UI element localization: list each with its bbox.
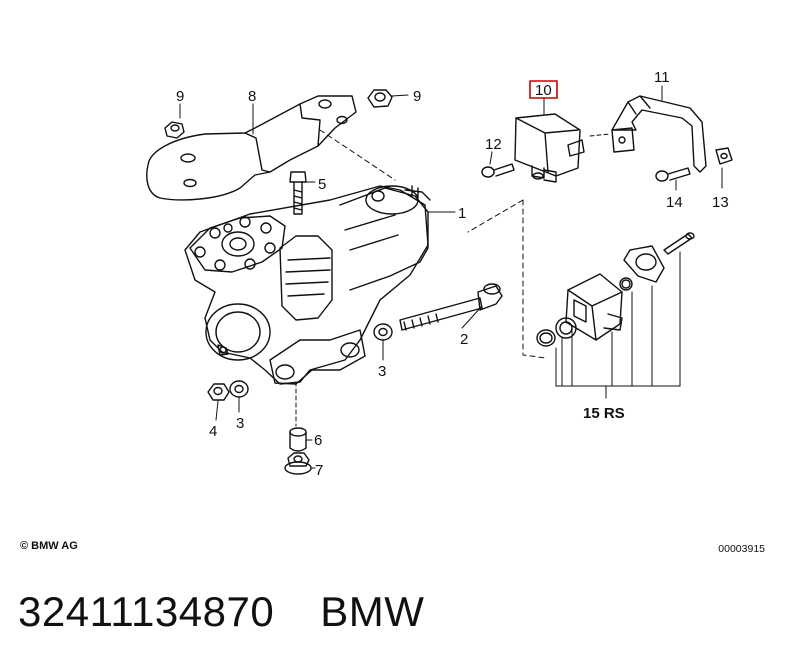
- callout-12: 12: [485, 136, 502, 153]
- part-caption: 32411134870 BMW: [18, 588, 424, 636]
- callout-2: 2: [460, 331, 468, 348]
- flange-nut-7: [284, 452, 312, 475]
- steering-gear-housing-1: [184, 185, 431, 385]
- long-bolt-2: [399, 283, 503, 331]
- bolt-5: [289, 171, 307, 215]
- control-unit-10: [514, 113, 585, 183]
- callout-7: 7: [315, 462, 323, 479]
- part-brand: BMW: [320, 588, 425, 635]
- callout-4: 4: [209, 423, 217, 440]
- callout-1: 1: [458, 205, 466, 222]
- washer-3-right: [373, 323, 393, 341]
- callout-3-right: 3: [378, 363, 386, 380]
- bracket-11: [589, 95, 707, 173]
- callout-9-right: 9: [413, 88, 421, 105]
- washer-3-left: [229, 380, 249, 398]
- callout-8: 8: [248, 88, 256, 105]
- nut-9-left: [164, 121, 185, 139]
- nut-9-right: [367, 89, 393, 108]
- callout-14: 14: [666, 194, 683, 211]
- callout-15-rs: 15 RS: [583, 405, 625, 422]
- callout-10: 10: [535, 82, 552, 99]
- repair-set-15: [536, 232, 695, 347]
- callout-11: 11: [654, 69, 670, 86]
- highlight-box: [529, 80, 558, 99]
- callout-3-left: 3: [236, 415, 244, 432]
- callout-6: 6: [314, 432, 322, 449]
- spacer-6: [289, 427, 307, 452]
- nut-4: [207, 383, 230, 401]
- drawing-number: 00003915: [718, 543, 765, 555]
- part-number: 32411134870: [18, 588, 275, 635]
- bracket-plate-8: [146, 95, 357, 201]
- clip-nut-13: [715, 147, 733, 165]
- screw-14: [655, 167, 691, 182]
- copyright-label: © BMW AG: [20, 540, 78, 552]
- screw-12: [481, 163, 515, 178]
- callout-5: 5: [318, 176, 326, 193]
- callout-9-left: 9: [176, 88, 184, 105]
- callout-13: 13: [712, 194, 729, 211]
